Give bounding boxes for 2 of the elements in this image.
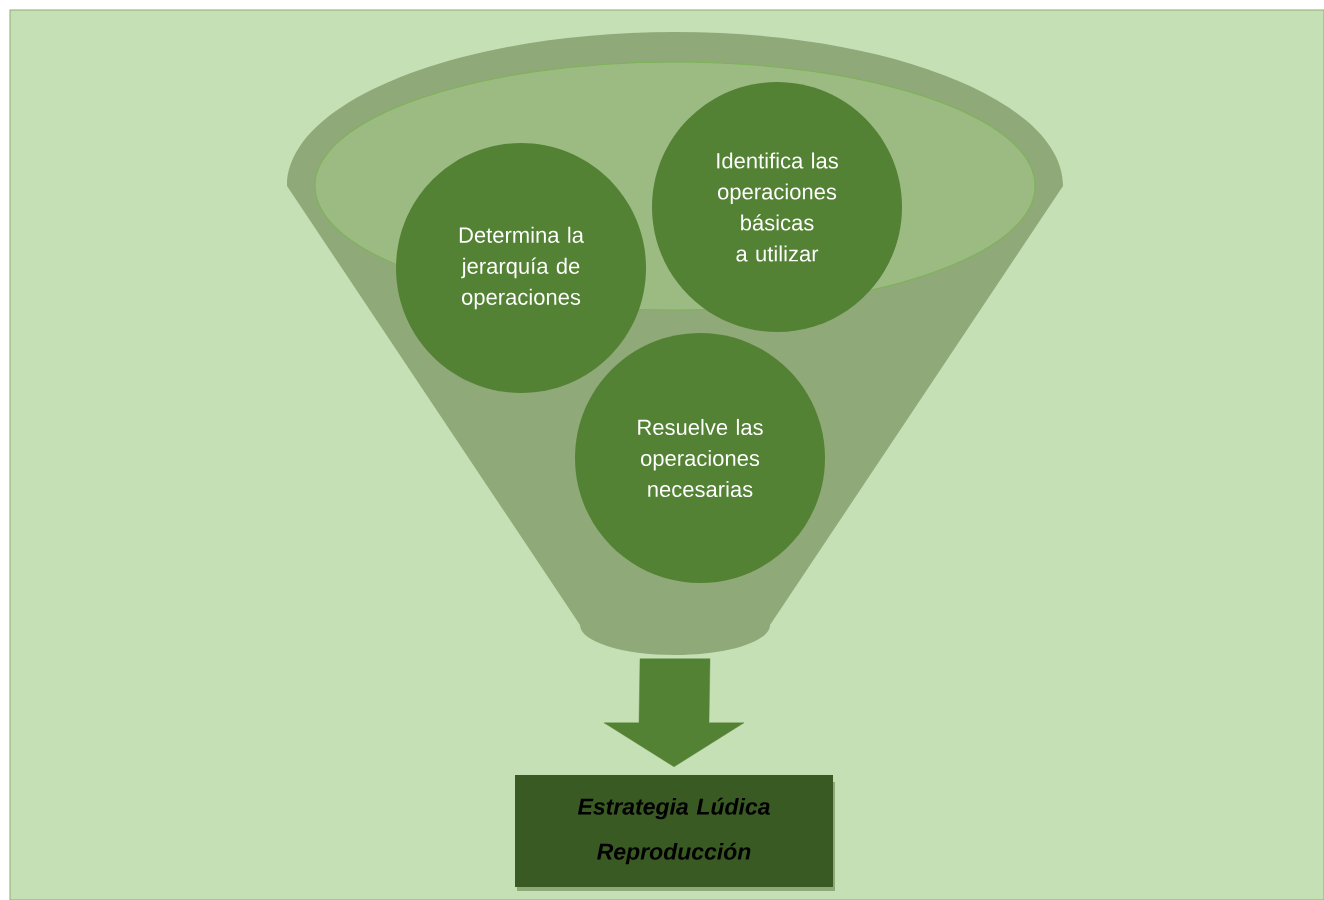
block-arrow (603, 658, 745, 767)
result-box: Estrategia Lúdica Reproducción (515, 775, 835, 891)
